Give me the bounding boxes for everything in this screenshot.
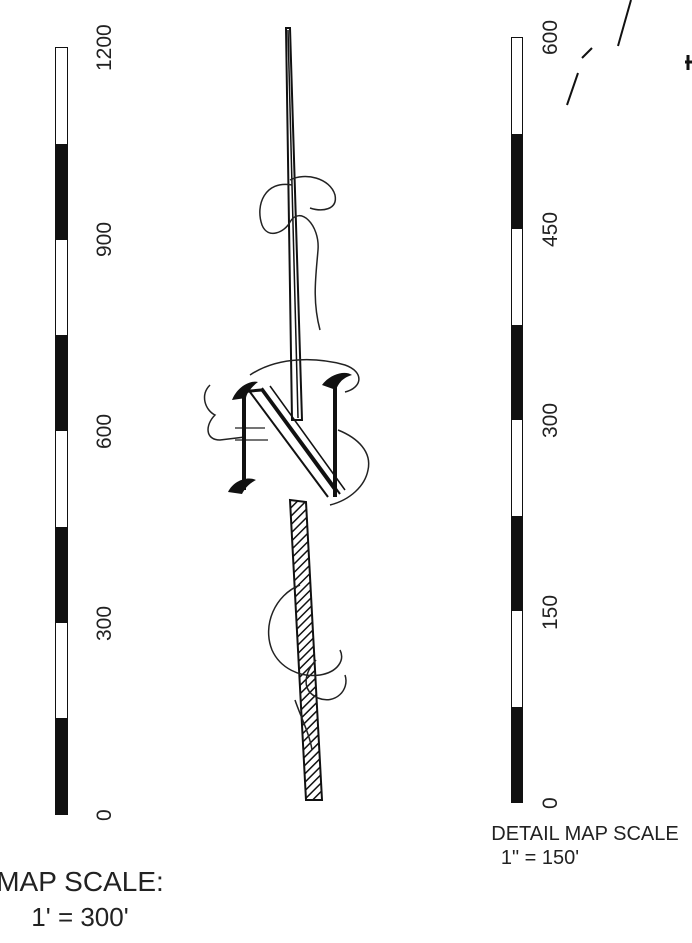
main-scale-title: MAP SCALE:	[0, 866, 164, 897]
scale-segment-light	[56, 239, 67, 336]
scale-segment-dark	[512, 324, 522, 420]
scale-segment-light	[56, 622, 67, 719]
scale-segment-dark	[56, 143, 67, 240]
detail-scale-bar	[511, 37, 523, 803]
scale-segment-dark	[56, 335, 67, 431]
scale-segment-light	[512, 611, 522, 707]
main-scale-ratio: 1' = 300'	[31, 902, 129, 932]
scale-segment-light	[512, 229, 522, 325]
detail-scale-ratio: 1" = 150'	[500, 847, 580, 869]
scale-segment-dark	[512, 515, 522, 611]
scale-segment-light	[512, 420, 522, 516]
scale-segment-dark	[56, 526, 67, 623]
scale-segment-dark	[512, 706, 522, 802]
detail-scale-title: DETAIL MAP SCALE	[491, 823, 679, 845]
main-scale-bar	[55, 47, 68, 815]
scale-segment-dark	[512, 133, 522, 229]
scale-segment-light	[512, 38, 522, 134]
scale-segment-dark	[56, 718, 67, 814]
scale-segment-light	[56, 431, 67, 527]
scale-segment-light	[56, 48, 67, 144]
